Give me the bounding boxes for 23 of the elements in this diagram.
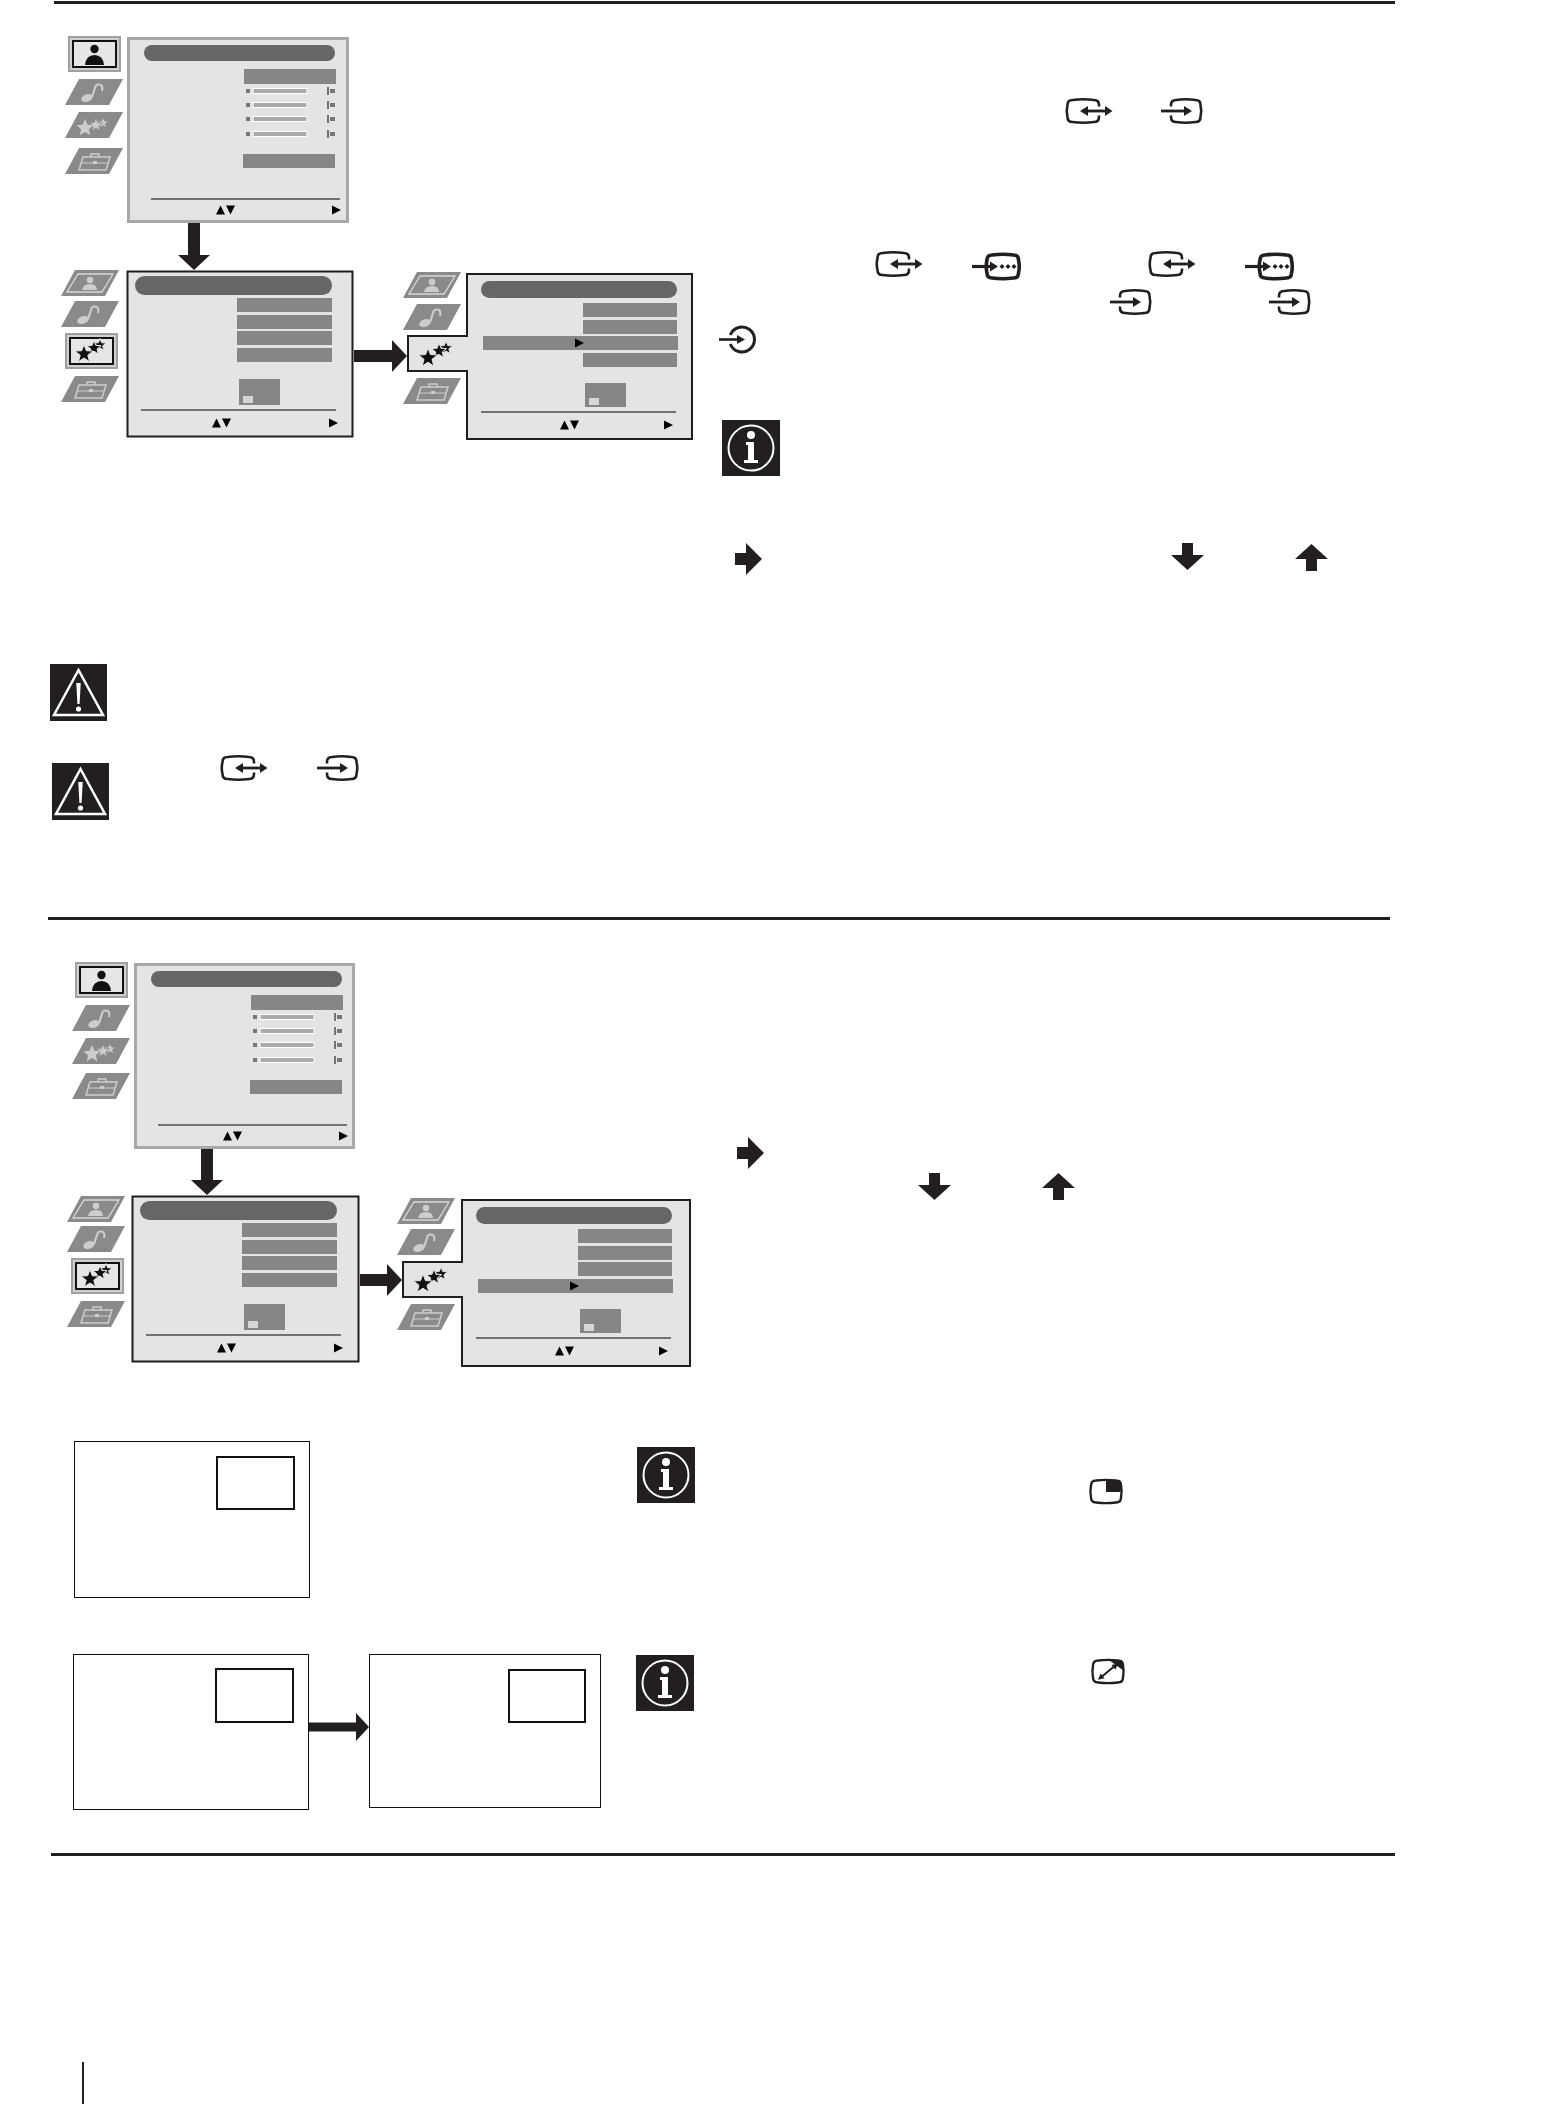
menu-title-bar: [151, 971, 342, 987]
pip-window: [215, 1668, 294, 1723]
menu-title-bar: [144, 45, 335, 61]
arrow: [178, 223, 210, 270]
arrow: [309, 1713, 369, 1741]
pip-window: [508, 1669, 586, 1723]
arrow: [191, 1149, 223, 1195]
menu-screen: [127, 37, 349, 223]
menu-title-bar: [476, 1207, 672, 1224]
menu-screen: [126, 270, 354, 438]
menu-screen: [407, 273, 693, 440]
menu-title-bar: [481, 281, 677, 298]
menu-title-bar: [135, 276, 332, 295]
pip-window: [216, 1456, 295, 1510]
menu-screen: [402, 1199, 691, 1367]
menu-title-bar: [140, 1201, 337, 1220]
arrow: [354, 340, 407, 372]
arrow: [360, 1264, 402, 1296]
menu-screen: [131, 1195, 360, 1363]
tv-screen: [73, 1654, 309, 1810]
tv-screen: [74, 1441, 310, 1598]
menu-screen: [134, 963, 355, 1149]
tv-screen: [369, 1654, 601, 1808]
